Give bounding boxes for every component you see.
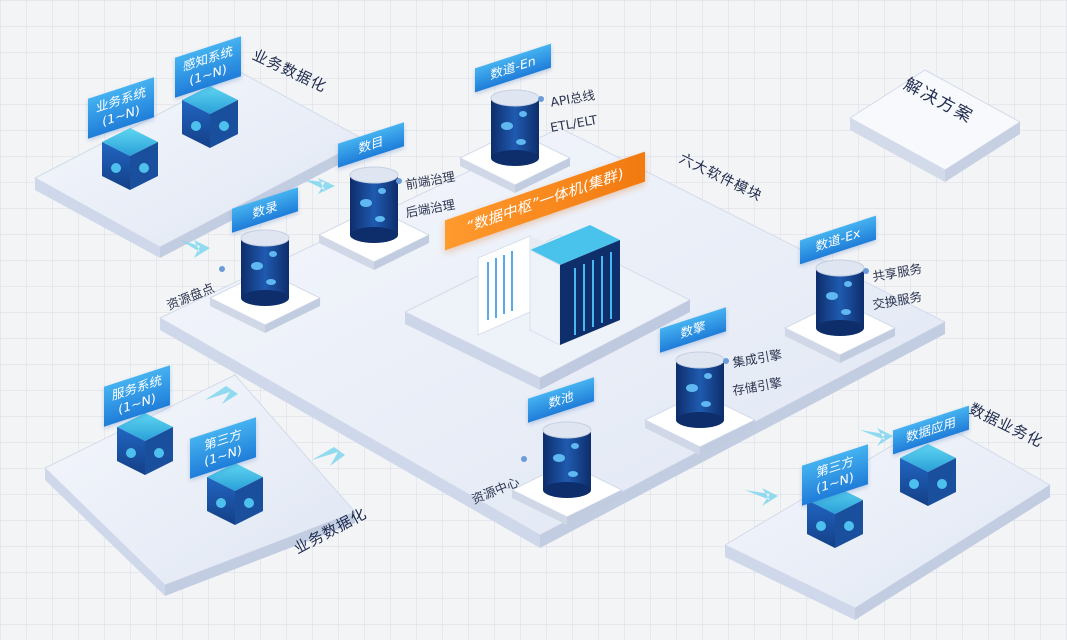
connector-dot [863, 268, 869, 274]
connector-dot [538, 96, 544, 102]
flow-arrows [180, 178, 893, 506]
cube-third-party-left [207, 463, 263, 525]
region-platform-right [723, 419, 1051, 620]
cube-service-system [117, 413, 173, 475]
module-shudao-en-cylinder [458, 89, 572, 193]
cube-data-application [900, 444, 956, 506]
hub-server [403, 225, 692, 390]
cube-sensing-system [182, 86, 238, 148]
module-shuchi-cylinder [510, 421, 624, 525]
connector-dot [219, 266, 225, 272]
module-shuxiang-cylinder [208, 229, 322, 333]
solution-tile [849, 69, 1021, 182]
module-shudao-ex-cylinder [783, 259, 897, 363]
connector-dot [396, 178, 402, 184]
module-shuqing-cylinder [643, 351, 757, 455]
connector-dot [723, 358, 729, 364]
module-shumu-cylinder [317, 166, 431, 270]
connector-dot [521, 456, 527, 462]
cube-business-system [102, 128, 158, 190]
region-platform-bottom-left [44, 374, 356, 596]
